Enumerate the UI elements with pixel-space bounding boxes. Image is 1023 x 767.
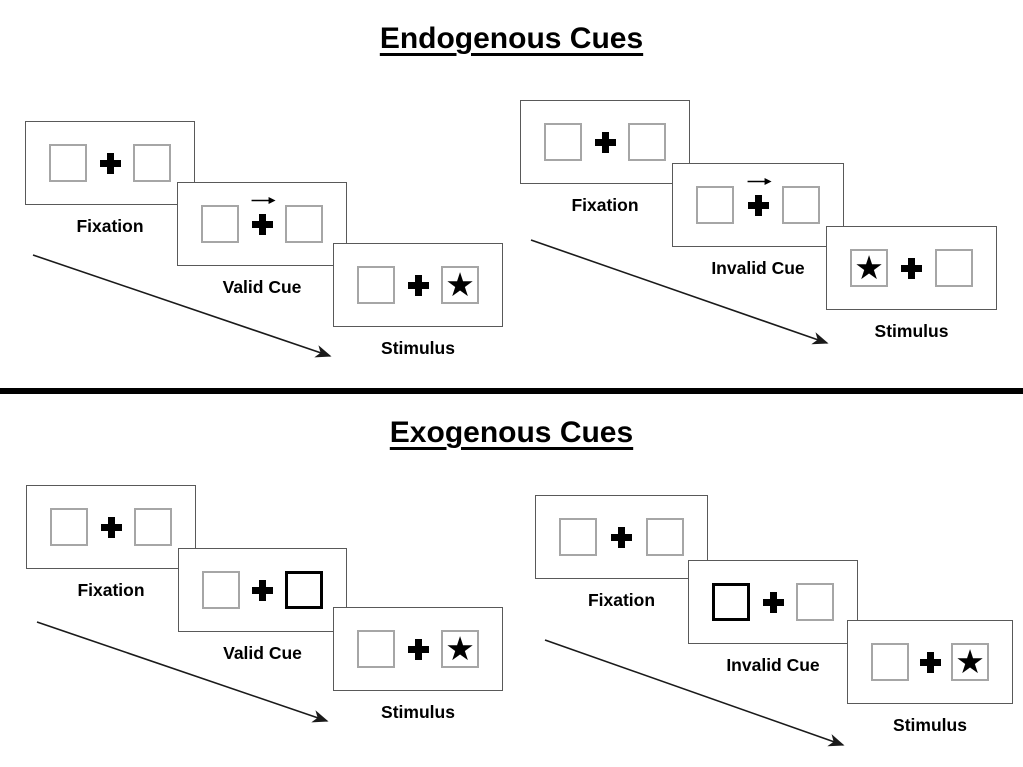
right-box (133, 144, 171, 182)
panel-label: Stimulus (893, 715, 967, 735)
section-title-exogenous: Exogenous Cues (389, 416, 634, 449)
fixation-cross-icon (252, 579, 273, 601)
cue-center (743, 164, 773, 246)
cue-center (95, 122, 125, 204)
fixation-cross-icon (747, 194, 769, 216)
panel-label: Invalid Cue (711, 258, 805, 278)
fixation-cross-icon (611, 526, 632, 548)
panel-cue (178, 548, 347, 632)
panel-label: Fixation (76, 216, 144, 236)
cue-center (247, 183, 277, 265)
left-box (559, 518, 597, 556)
cue-center (897, 227, 927, 309)
step-fixation: Fixation (26, 485, 196, 601)
right-box (646, 518, 684, 556)
panel-label: Stimulus (874, 321, 949, 341)
left-box (544, 123, 582, 161)
panel-stimulus: ★ (847, 620, 1013, 704)
cue-center (915, 621, 945, 703)
left-box (49, 144, 87, 182)
fixation-cross-icon (762, 591, 784, 613)
left-box (201, 205, 239, 243)
cue-center (403, 608, 433, 690)
step-fixation: Fixation (535, 495, 708, 611)
cue-direction-arrow-icon (747, 178, 772, 185)
step-cue: Valid Cue (178, 548, 347, 664)
panel-label: Valid Cue (222, 277, 302, 297)
panel-fixation (520, 100, 690, 184)
left-box (871, 643, 909, 681)
panel-cue (672, 163, 844, 247)
cue-center (96, 486, 126, 568)
panel-label: Fixation (571, 195, 639, 215)
right-box (782, 186, 820, 224)
step-cue: Valid Cue (177, 182, 347, 298)
fixation-cross-icon (594, 131, 616, 153)
panel-fixation (25, 121, 195, 205)
step-stimulus: ★ Stimulus (333, 243, 503, 359)
fixation-cross-icon (251, 213, 273, 235)
step-cue: Invalid Cue (688, 560, 858, 676)
right-box (285, 205, 323, 243)
panel-fixation (535, 495, 708, 579)
cue-center (403, 244, 433, 326)
fixation-cross-icon (99, 152, 121, 174)
left-box (712, 583, 750, 621)
panel-label: Fixation (77, 580, 145, 600)
panel-label: Invalid Cue (726, 655, 820, 675)
left-box (696, 186, 734, 224)
panel-stimulus: ★ (333, 607, 503, 691)
step-stimulus: ★ Stimulus (333, 607, 503, 723)
cue-center (590, 101, 620, 183)
left-box (357, 266, 395, 304)
panel-label: Stimulus (381, 702, 455, 722)
panel-label: Stimulus (381, 338, 455, 358)
panel-cue (688, 560, 858, 644)
step-cue: Invalid Cue (672, 163, 844, 279)
right-box: ★ (441, 630, 479, 668)
step-fixation: Fixation (520, 100, 690, 216)
step-stimulus: ★ Stimulus (826, 226, 997, 342)
right-box (796, 583, 834, 621)
fixation-cross-icon (919, 651, 941, 673)
fixation-cross-icon (407, 638, 429, 660)
right-box: ★ (441, 266, 479, 304)
step-stimulus: ★ Stimulus (847, 620, 1013, 736)
left-box (357, 630, 395, 668)
section-title-endogenous: Endogenous Cues (379, 22, 644, 55)
star-icon: ★ (445, 630, 475, 667)
left-box (202, 571, 240, 609)
cue-direction-arrow-icon (251, 197, 276, 204)
fixation-cross-icon (901, 257, 922, 279)
left-box: ★ (850, 249, 888, 287)
cue-center (248, 549, 278, 631)
right-box (628, 123, 666, 161)
fixation-cross-icon (407, 274, 429, 296)
star-icon: ★ (854, 249, 884, 286)
section-divider (0, 388, 1023, 394)
right-box (134, 508, 172, 546)
star-icon: ★ (445, 266, 475, 303)
panel-cue (177, 182, 347, 266)
fixation-cross-icon (100, 516, 122, 538)
panel-stimulus: ★ (826, 226, 997, 310)
cue-center (758, 561, 788, 643)
cue-center (607, 496, 637, 578)
panel-stimulus: ★ (333, 243, 503, 327)
panel-fixation (26, 485, 196, 569)
step-fixation: Fixation (25, 121, 195, 237)
right-box (285, 571, 323, 609)
panel-label: Valid Cue (223, 643, 302, 663)
panel-label: Fixation (587, 590, 656, 610)
left-box (50, 508, 88, 546)
right-box (935, 249, 973, 287)
star-icon: ★ (955, 643, 985, 680)
right-box: ★ (951, 643, 989, 681)
